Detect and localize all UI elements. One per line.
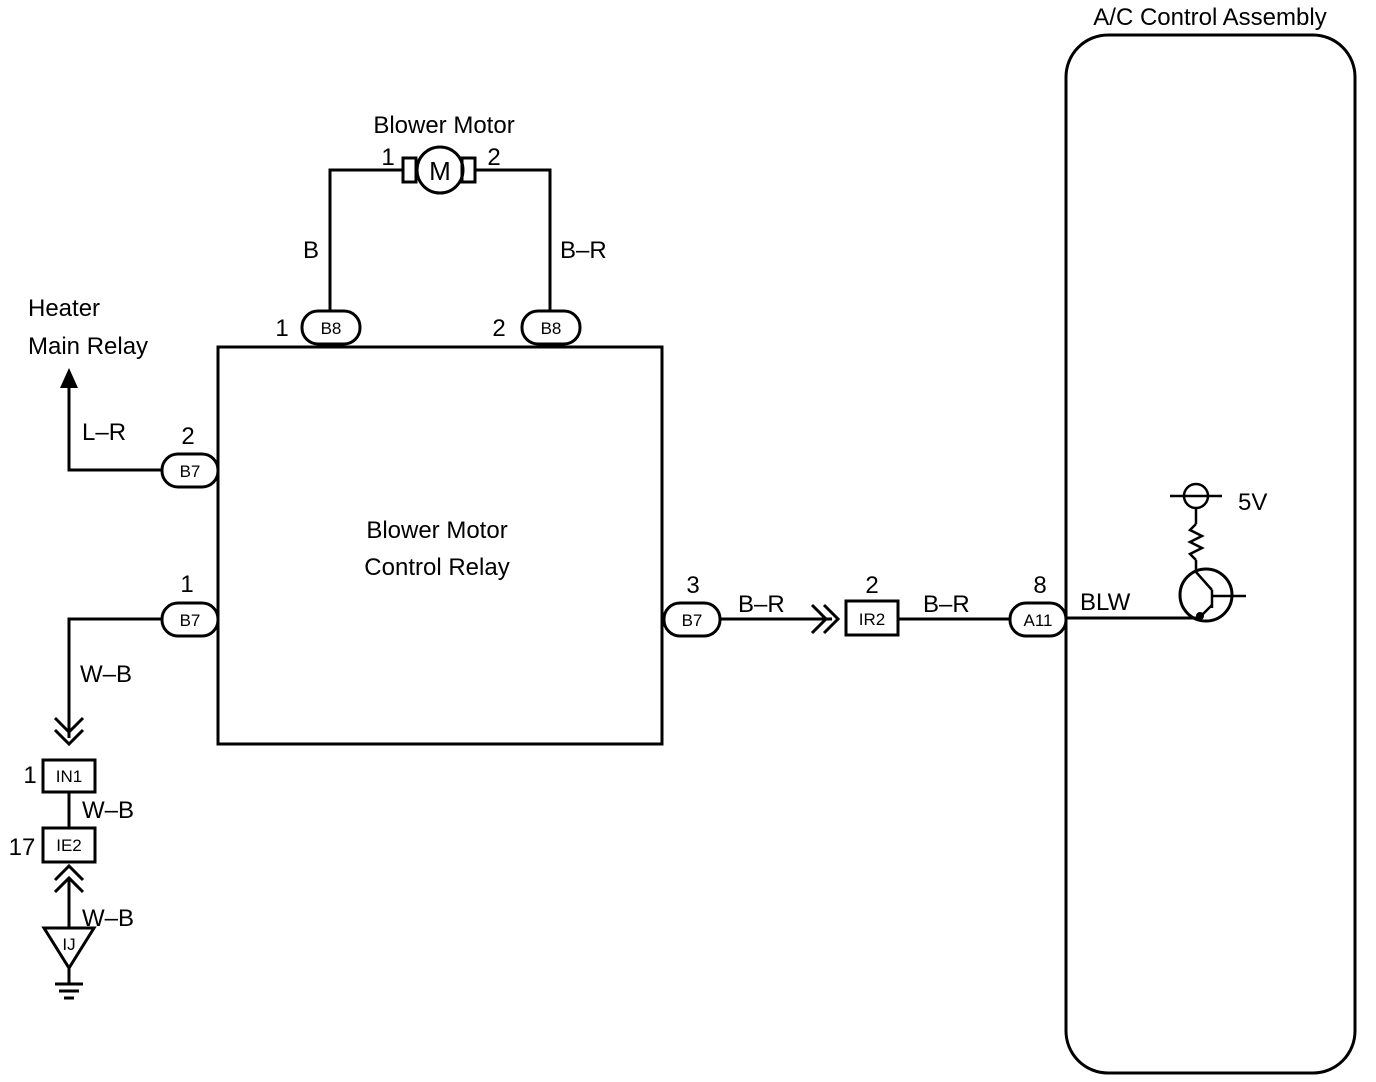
motor-wiring: B B–R — [303, 168, 607, 310]
a11-pin: 8 — [1033, 572, 1046, 599]
b8-code-right: B8 — [541, 319, 562, 338]
b7-pin-1: 1 — [180, 571, 193, 598]
connector-b7-pin2: 2 B7 — [160, 423, 220, 489]
ground-point-code: IJ — [62, 935, 75, 954]
heater-relay-label-line2: Main Relay — [28, 333, 148, 360]
connector-b8-pin2: 2 B8 — [492, 309, 582, 346]
blw-terminal-label: BLW — [1080, 589, 1131, 616]
ir2-code: IR2 — [859, 610, 885, 629]
motor-symbol: M — [429, 156, 451, 186]
ac-control-assembly: A/C Control Assembly 5V BLW — [1064, 4, 1357, 1075]
blower-motor: Blower Motor 1 2 M — [373, 112, 515, 195]
b7-code-top: B7 — [180, 462, 201, 481]
wire-label-w-b-2: W–B — [82, 797, 134, 824]
b7-code-right: B7 — [682, 611, 703, 630]
relay-label-line2: Control Relay — [364, 554, 509, 581]
arrow-up-icon — [60, 368, 78, 388]
chevron-up-icon — [53, 863, 85, 882]
ground-point-triangle — [41, 926, 97, 971]
heater-relay-label-line1: Heater — [28, 295, 100, 322]
in1-code: IN1 — [56, 767, 82, 786]
b8-pin-2: 2 — [492, 315, 505, 342]
b7-pin-2: 2 — [181, 423, 194, 450]
blower-motor-control-relay: Blower Motor Control Relay — [216, 345, 664, 746]
output-wiring: B–R 2 IR2 B–R 8 A11 — [720, 572, 1068, 638]
wire-label-b: B — [303, 237, 319, 264]
connector-b7-pin1: 1 B7 — [160, 571, 220, 638]
heater-main-relay-branch: Heater Main Relay L–R — [28, 295, 162, 472]
motor-pin-2: 2 — [487, 144, 500, 171]
voltage-label: 5V — [1238, 489, 1267, 516]
b8-pin-1: 1 — [275, 315, 288, 342]
chevron-right-icon — [810, 603, 829, 635]
b8-code-left: B8 — [321, 319, 342, 338]
ir2-pin: 2 — [865, 572, 878, 599]
ac-assembly-title: A/C Control Assembly — [1093, 4, 1326, 31]
wire-label-b-r-motor: B–R — [560, 237, 607, 264]
wire-label-b-r-out1: B–R — [738, 591, 785, 618]
ie2-pin: 17 — [9, 834, 36, 861]
ground-icon — [55, 982, 83, 1000]
wire-label-w-b-1: W–B — [80, 661, 132, 688]
transistor-symbol — [1170, 482, 1246, 623]
ground-path: W–B 1 IN1 W–B 17 IE2 W–B IJ — [9, 617, 162, 1000]
blower-motor-title: Blower Motor — [373, 112, 514, 139]
a11-code: A11 — [1024, 611, 1053, 630]
ie2-code: IE2 — [56, 836, 82, 855]
motor-pin-1: 1 — [381, 144, 394, 171]
connector-b7-pin3: 3 B7 — [662, 572, 722, 638]
b7-pin-3: 3 — [686, 572, 699, 599]
chevron-down-icon — [53, 716, 85, 735]
connector-b8-pin1: 1 B8 — [275, 309, 362, 346]
b7-code-bottom: B7 — [180, 611, 201, 630]
relay-label-line1: Blower Motor — [366, 517, 507, 544]
wire-label-b-r-out2: B–R — [923, 591, 970, 618]
in1-pin: 1 — [23, 762, 36, 789]
wire-label-l-r: L–R — [82, 419, 126, 446]
